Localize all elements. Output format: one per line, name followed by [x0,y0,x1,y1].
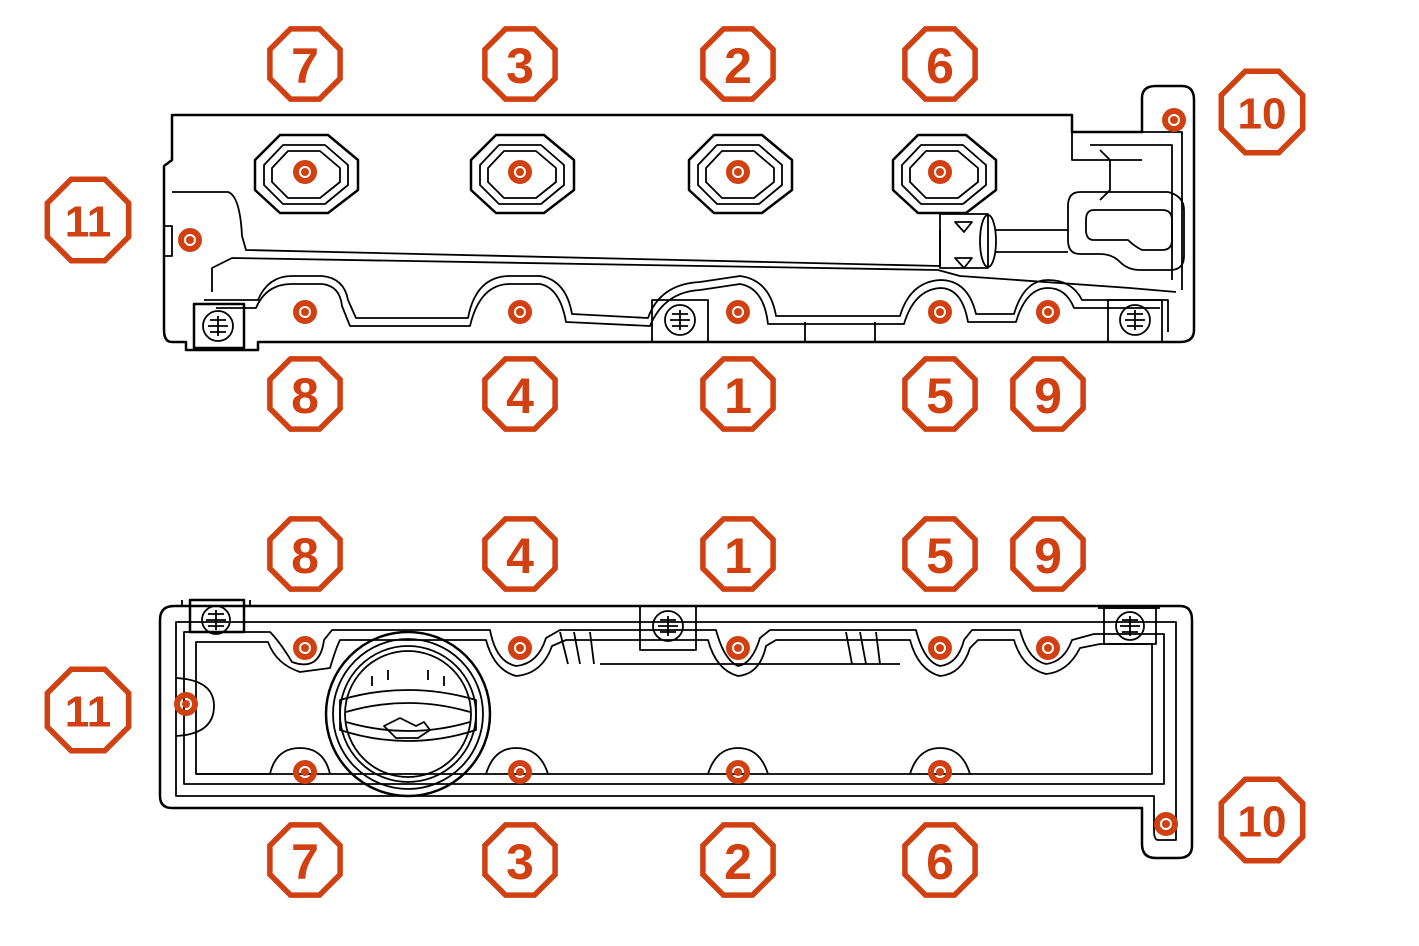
spark-plug-well [469,133,576,215]
svg-text:6: 6 [926,38,954,94]
bolt-sequence-label: 7 [267,822,343,898]
svg-text:6: 6 [926,834,954,890]
svg-text:11: 11 [65,688,112,737]
sequence-labels: 7 3 2 6 8 4 1 5 9 10 11 8 4 1 5 9 7 3 2 6 10 11 [44,26,1306,898]
bolt-hole [508,160,532,184]
svg-text:7: 7 [291,834,319,890]
svg-text:9: 9 [1034,368,1062,424]
svg-text:10: 10 [1238,90,1287,139]
bolt-hole [293,160,317,184]
bolt-sequence-label: 7 [267,26,343,102]
bolt-sequence-label: 11 [44,176,132,264]
bolt-hole [726,300,750,324]
spark-plug-well [687,133,794,215]
svg-text:3: 3 [506,834,534,890]
bolt-hole [928,636,952,660]
bolt-sequence-label: 5 [902,356,978,432]
harness-clip [188,598,246,635]
bolt-hole [928,300,952,324]
svg-text:5: 5 [926,528,954,584]
svg-text:2: 2 [724,38,752,94]
bolt-hole [293,300,317,324]
bolt-hole [726,760,750,784]
bolt-sequence-label: 3 [482,822,558,898]
bolt-sequence-label: 9 [1010,516,1086,592]
spark-plug-well [253,133,360,215]
svg-text:10: 10 [1238,798,1287,847]
bolt-sequence-label: 10 [1218,776,1306,864]
bolt-hole [508,300,532,324]
harness-clip [192,302,246,350]
bolt-sequence-label: 5 [902,516,978,592]
svg-text:9: 9 [1034,528,1062,584]
bolt-hole [293,636,317,660]
bolt-hole [928,760,952,784]
bolt-hole [726,636,750,660]
bolt-sequence-label: 4 [482,516,558,592]
bolt-hole [508,760,532,784]
svg-text:8: 8 [291,528,319,584]
bolt-sequence-label: 8 [267,516,343,592]
bottom-view-cover [158,598,1194,860]
bolt-sequence-label: 11 [44,666,132,754]
bolt-sequence-label: 10 [1218,68,1306,156]
bolt-hole [293,760,317,784]
svg-text:4: 4 [506,528,534,584]
bolt-hole [508,636,532,660]
bolt-hole [928,160,952,184]
spark-plug-well [891,133,998,215]
bolt-hole [1036,636,1060,660]
harness-clip [639,605,697,651]
bolt-hole [1154,812,1178,836]
bolt-sequence-label: 6 [902,26,978,102]
bolt-sequence-label: 6 [902,822,978,898]
svg-text:1: 1 [724,368,752,424]
bolt-sequence-label: 1 [700,516,776,592]
bolt-holes [174,108,1186,836]
oil-filler-cap [324,630,492,798]
svg-text:4: 4 [506,368,534,424]
bolt-sequence-label: 4 [482,356,558,432]
bolt-hole [178,228,202,252]
bolt-sequence-label: 8 [267,356,343,432]
bolt-hole [1162,108,1186,132]
svg-text:1: 1 [724,528,752,584]
svg-text:7: 7 [291,38,319,94]
svg-text:5: 5 [926,368,954,424]
harness-clip [1107,299,1163,343]
svg-text:8: 8 [291,368,319,424]
bolt-hole [174,692,198,716]
svg-text:2: 2 [724,834,752,890]
harness-clip [1103,607,1157,645]
svg-text:3: 3 [506,38,534,94]
bolt-sequence-label: 2 [700,26,776,102]
harness-clip [651,299,709,343]
bolt-hole [726,160,750,184]
svg-text:11: 11 [65,198,112,247]
bolt-sequence-label: 3 [482,26,558,102]
bolt-sequence-label: 9 [1010,356,1086,432]
bolt-sequence-label: 2 [700,822,776,898]
bolt-sequence-label: 1 [700,356,776,432]
top-view-cover [162,84,1196,352]
bolt-hole [1036,300,1060,324]
